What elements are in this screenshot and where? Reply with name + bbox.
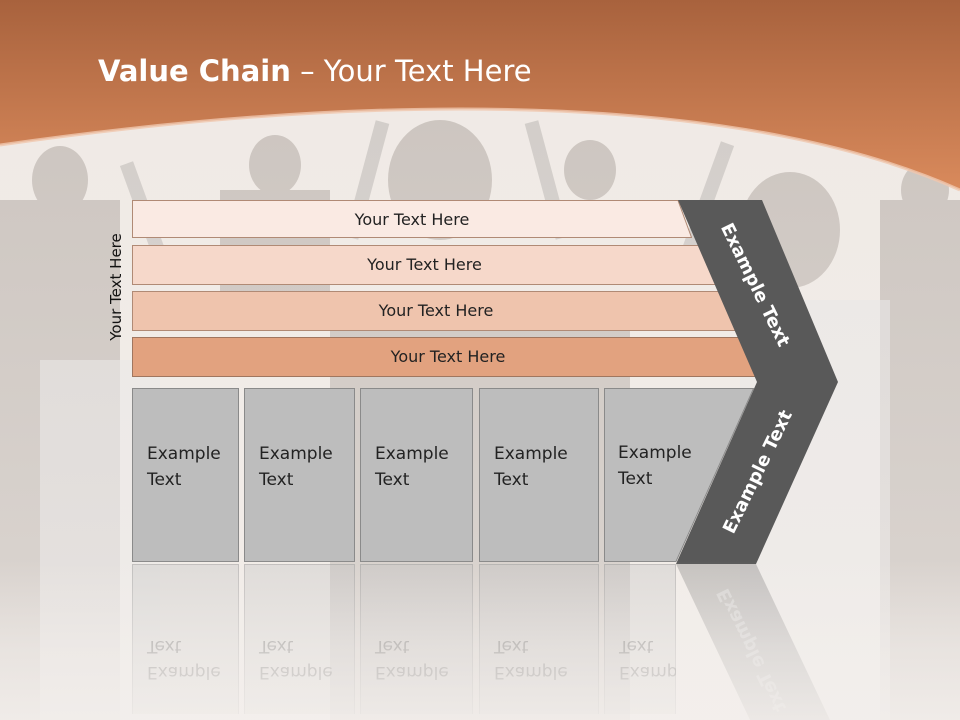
column-1-line-1: Example — [147, 444, 221, 464]
column-2-line-1: Example — [259, 444, 333, 464]
row-label-1: Your Text Here — [354, 209, 470, 229]
column-2-line-2: Text — [259, 470, 294, 490]
activity-column-3: Example Text — [360, 388, 473, 562]
activity-column-2: Example Text — [244, 388, 355, 562]
column-5-line-2: Text — [618, 469, 653, 489]
column-3-line-1: Example — [375, 444, 449, 464]
column-5-line-1: Example — [618, 443, 692, 463]
column-1-line-2: Text — [147, 470, 182, 490]
reflection-fade — [0, 560, 960, 720]
activity-column-5: Example Text — [604, 388, 754, 562]
row-label-3: Your Text Here — [378, 300, 494, 320]
row-shape-1 — [132, 200, 692, 238]
value-row-1: Your Text Here — [132, 200, 692, 238]
column-4-line-1: Example — [494, 444, 568, 464]
activity-column-4: Example Text — [479, 388, 599, 562]
value-row-3: Your Text Here — [132, 291, 740, 331]
page-title: Value Chain – Your Text Here — [98, 54, 532, 88]
row-label-4: Your Text Here — [390, 346, 506, 366]
value-row-2: Your Text Here — [132, 245, 717, 285]
row-label-2: Your Text Here — [367, 254, 482, 274]
column-4-line-2: Text — [494, 470, 529, 490]
column-3-line-2: Text — [375, 470, 410, 490]
activity-column-1: Example Text — [132, 388, 239, 562]
title-bold: Value Chain — [98, 54, 291, 88]
title-rest: – Your Text Here — [290, 54, 532, 88]
